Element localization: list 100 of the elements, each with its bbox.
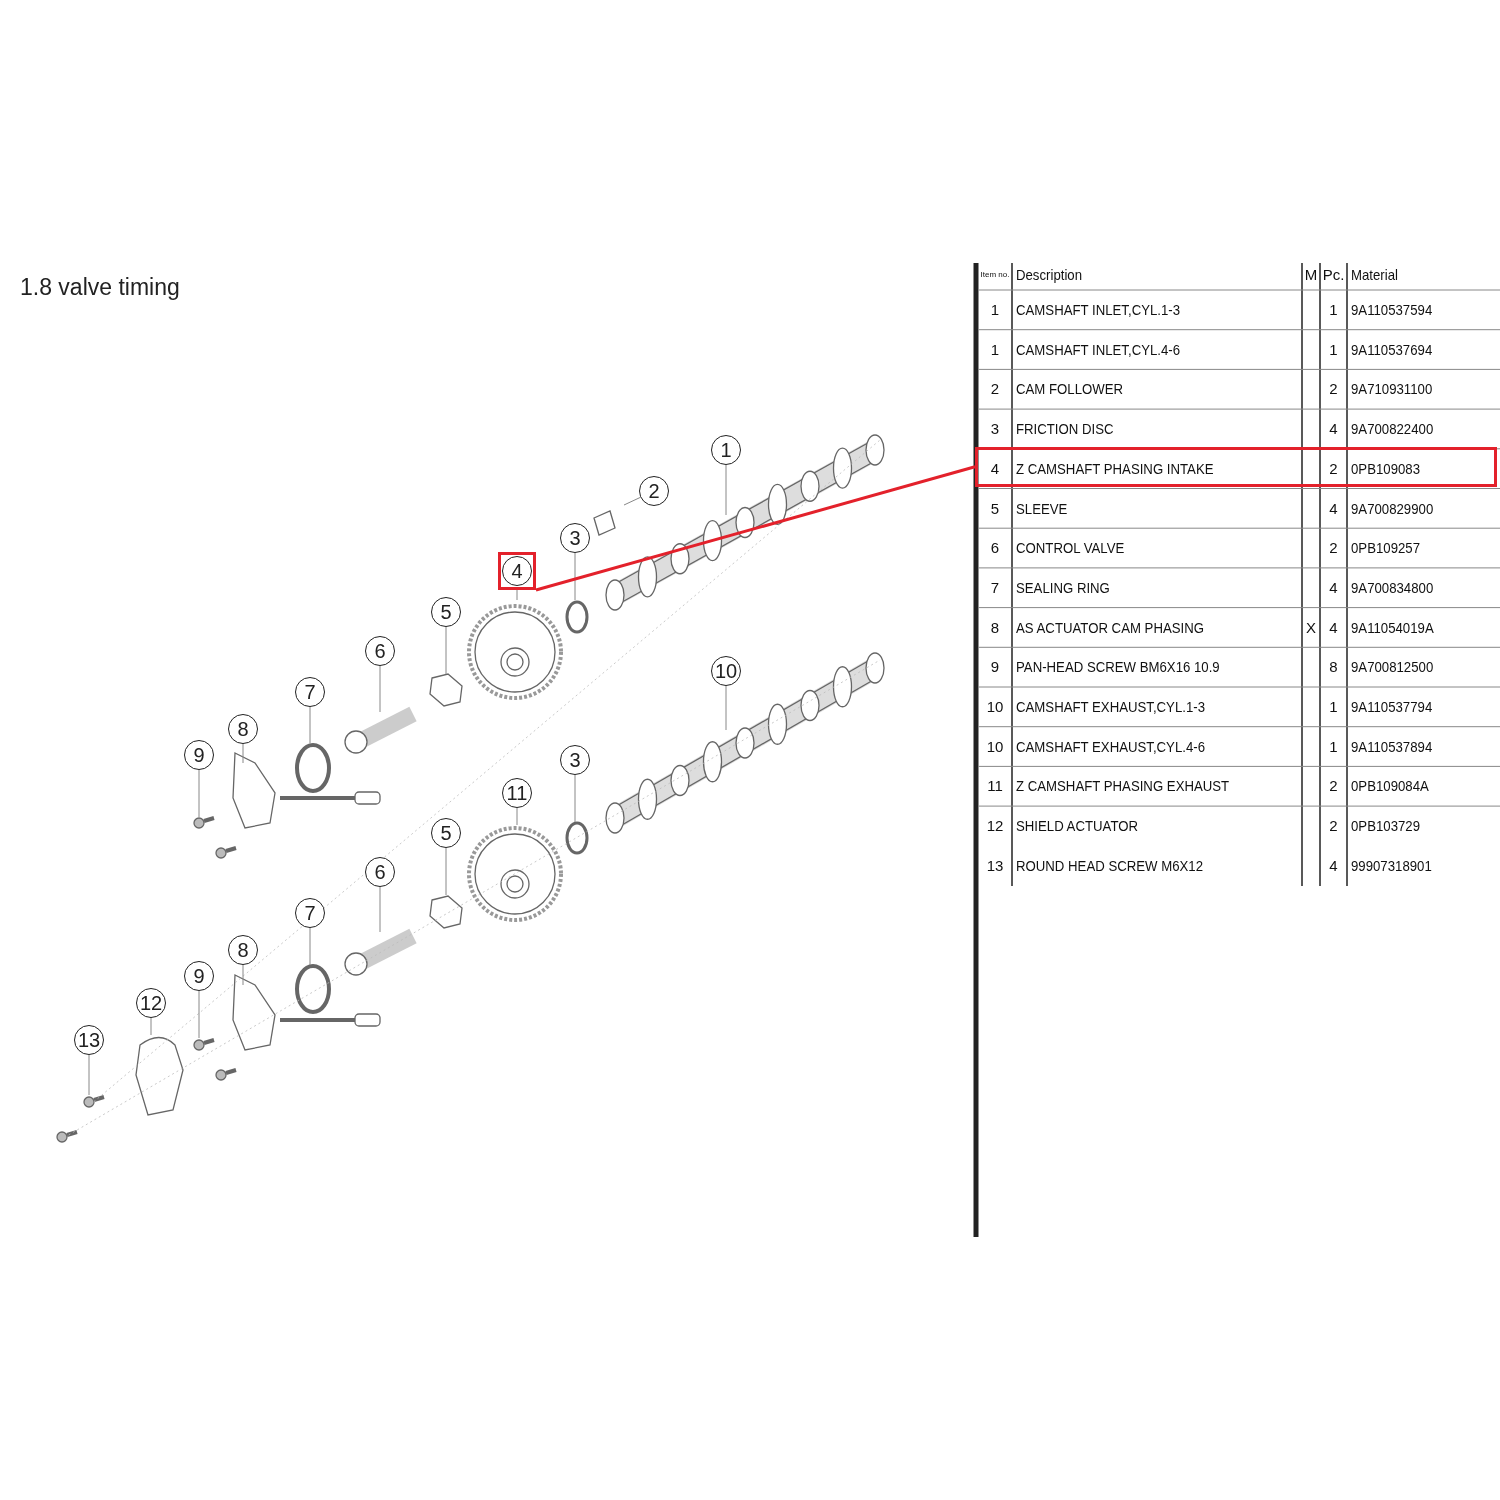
leader-line (198, 990, 200, 1039)
item-number: 2 (989, 380, 1001, 399)
callout-number: 12 (136, 988, 166, 1018)
diagram-title: 1.8 valve timing (20, 274, 180, 301)
leader-line (309, 927, 311, 966)
item-number: 8 (989, 618, 1001, 637)
item-number: 1 (989, 301, 1001, 319)
quantity: 2 (1328, 380, 1339, 399)
part-description: AS ACTUATOR CAM PHASING (1016, 618, 1204, 637)
leader-line (516, 589, 518, 601)
quantity: 1 (1328, 340, 1339, 359)
part-number: 9A110537594 (1351, 301, 1433, 319)
callout-number: 8 (228, 935, 258, 965)
part-number: 0PB109083 (1351, 459, 1420, 478)
callout-number: 6 (365, 636, 395, 666)
part-description: FRICTION DISC (1016, 420, 1114, 439)
part-number: 99907318901 (1351, 856, 1432, 875)
part-description: Z CAMSHAFT PHASING INTAKE (1016, 459, 1214, 478)
part-description: CAMSHAFT INLET,CYL.1-3 (1016, 301, 1181, 319)
item-number: 10 (985, 737, 1005, 756)
part-number: 9A110537794 (1351, 698, 1433, 716)
quantity: 2 (1328, 459, 1339, 478)
part-description: CAMSHAFT EXHAUST,CYL.4-6 (1016, 737, 1205, 756)
part-description: SLEEVE (1016, 499, 1068, 518)
callout-number: 9 (184, 961, 214, 991)
leader-line (309, 706, 311, 744)
callout-number: 7 (295, 677, 325, 707)
callout-number: 9 (184, 740, 214, 770)
callout-number: 4 (502, 556, 532, 586)
leader-line (574, 774, 576, 823)
callout-number: 10 (711, 656, 741, 686)
part-number: 9A700829900 (1351, 499, 1434, 518)
callout-number: 5 (431, 818, 461, 848)
part-number: 9A700812500 (1351, 658, 1434, 677)
callout-number: 3 (560, 523, 590, 553)
column-header: M (1303, 266, 1319, 284)
callout-number: 2 (639, 476, 669, 506)
leader-line (198, 769, 200, 818)
item-number: 13 (985, 856, 1005, 875)
column-header: Pc. (1321, 266, 1346, 284)
callout-number: 8 (228, 714, 258, 744)
leader-line (150, 1017, 152, 1036)
part-number: 0PB103729 (1351, 817, 1420, 836)
part-description: ROUND HEAD SCREW M6X12 (1016, 856, 1204, 875)
marker: X (1305, 618, 1317, 637)
leader-line (725, 685, 727, 731)
quantity: 1 (1328, 737, 1339, 756)
column-header: Description (1016, 266, 1083, 284)
leader-line (516, 807, 518, 826)
quantity: 1 (1328, 698, 1339, 716)
highlight-line (535, 465, 976, 592)
leader-line (242, 743, 244, 764)
part-number: 9A110537694 (1351, 340, 1433, 359)
quantity: 2 (1328, 777, 1339, 796)
part-description: CAM FOLLOWER (1016, 380, 1124, 399)
part-number: 9A700834800 (1351, 578, 1434, 597)
quantity: 8 (1328, 658, 1339, 677)
item-number: 6 (989, 539, 1001, 558)
part-description: SHIELD ACTUATOR (1016, 817, 1138, 836)
part-number: 9A110537894 (1351, 737, 1433, 756)
leader-line (379, 665, 381, 713)
callout-number: 3 (560, 745, 590, 775)
leader-line (574, 552, 576, 601)
callout-number: 11 (502, 778, 532, 808)
quantity: 4 (1328, 578, 1339, 597)
quantity: 4 (1328, 618, 1339, 637)
item-number: 11 (986, 777, 1004, 796)
item-number: 9 (989, 658, 1001, 677)
highlight-box (975, 446, 1497, 487)
callout-number: 7 (295, 898, 325, 928)
leader-line (88, 1054, 90, 1096)
part-description: CAMSHAFT EXHAUST,CYL.1-3 (1016, 698, 1205, 716)
column-header: Item no. (979, 269, 1011, 281)
leader-line (623, 496, 641, 506)
leader-line (445, 626, 447, 675)
part-description: Z CAMSHAFT PHASING EXHAUST (1016, 777, 1230, 796)
part-number: 9A710931100 (1351, 380, 1433, 399)
callout-number: 6 (365, 857, 395, 887)
quantity: 4 (1328, 856, 1339, 875)
quantity: 2 (1328, 539, 1339, 558)
part-description: PAN-HEAD SCREW BM6X16 10.9 (1016, 658, 1220, 677)
item-number: 4 (989, 459, 1001, 478)
quantity: 2 (1328, 817, 1339, 836)
part-description: CAMSHAFT INLET,CYL.4-6 (1016, 340, 1181, 359)
part-description: SEALING RING (1016, 578, 1110, 597)
quantity: 4 (1328, 499, 1339, 518)
part-number: 9A700822400 (1351, 420, 1434, 439)
part-number: 9A11054019A (1351, 618, 1434, 637)
callout-number: 1 (711, 435, 741, 465)
item-number: 12 (985, 817, 1005, 836)
callout-number: 13 (74, 1025, 104, 1055)
item-number: 3 (989, 420, 1001, 439)
item-number: 7 (989, 578, 1001, 597)
leader-line (242, 964, 244, 986)
item-number: 10 (985, 698, 1005, 716)
quantity: 4 (1328, 420, 1339, 439)
callout-number: 5 (431, 597, 461, 627)
leader-line (379, 886, 381, 933)
part-description: CONTROL VALVE (1016, 539, 1125, 558)
leader-line (725, 464, 727, 516)
